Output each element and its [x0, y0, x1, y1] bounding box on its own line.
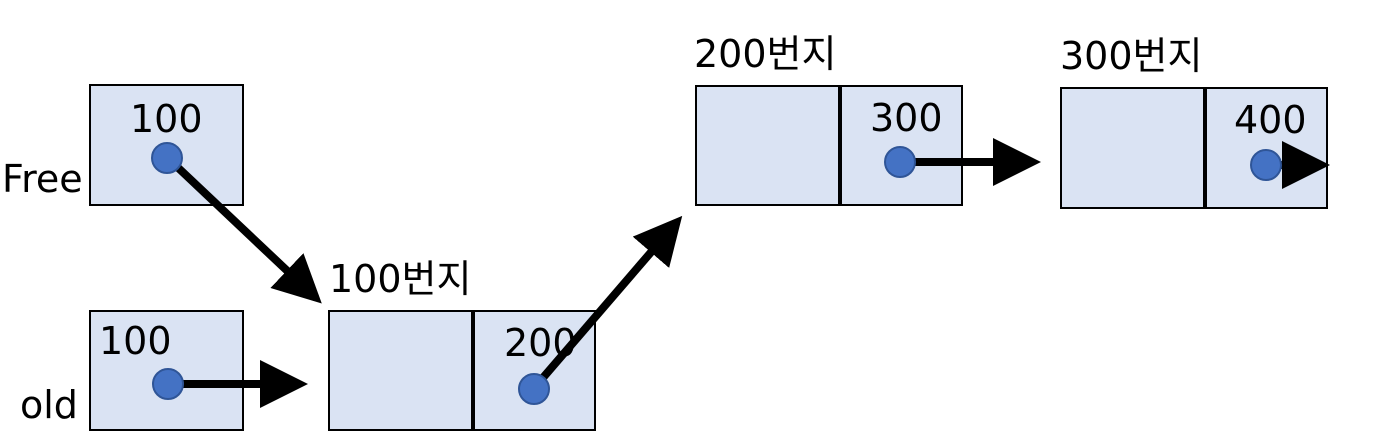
- free-to-node1-arrow: [169, 159, 322, 304]
- node3-next-value: 400: [1234, 98, 1307, 142]
- free-pointer-dot: [151, 142, 183, 174]
- node2-box: [695, 85, 963, 206]
- free-label: Free: [2, 157, 83, 201]
- node3-next-dot: [1250, 149, 1282, 181]
- old-label: old: [20, 383, 78, 427]
- node2-next-value: 300: [870, 96, 943, 140]
- node1-next-dot: [518, 373, 550, 405]
- node3-address-label: 300번지: [1060, 34, 1203, 78]
- node1-to-node2-arrow: [531, 215, 683, 390]
- free-pointer-value: 100: [130, 97, 203, 141]
- node2-next-dot: [884, 146, 916, 178]
- node2-address-label: 200번지: [694, 32, 837, 76]
- node1-address-label: 100번지: [329, 257, 472, 301]
- old-pointer-dot: [152, 368, 184, 400]
- node1-next-value: 200: [504, 321, 577, 365]
- old-pointer-value: 100: [99, 319, 172, 363]
